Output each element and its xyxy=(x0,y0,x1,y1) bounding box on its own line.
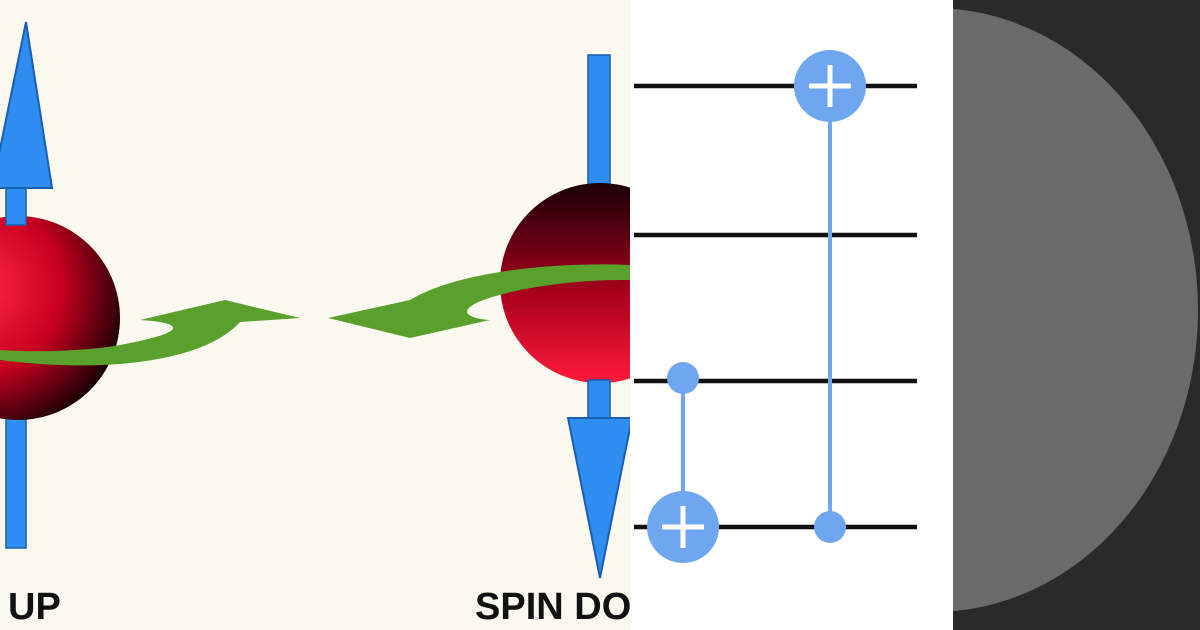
spin-up-label: N UP xyxy=(0,586,61,628)
spin-up-rotation-arrow-icon xyxy=(0,300,300,366)
control-dot-icon xyxy=(667,362,699,394)
xor-target-icon xyxy=(794,50,866,122)
xor-target-icon xyxy=(647,491,719,563)
quantum-circuit-panel xyxy=(630,0,953,630)
spin-illustration-panel: N UP SPIN DO xyxy=(0,0,630,630)
spin-down-label: SPIN DO xyxy=(475,586,630,628)
spin-up-arrow-icon xyxy=(0,21,54,226)
spin-down-arrow-icon xyxy=(566,379,630,579)
disc-panel xyxy=(953,0,1200,630)
spin-illustration xyxy=(0,21,630,579)
spin-up-particle xyxy=(0,216,120,420)
cnot-gate-2 xyxy=(794,50,866,543)
grey-disc xyxy=(953,8,1198,612)
quantum-circuit xyxy=(634,50,917,563)
control-dot-icon xyxy=(814,511,846,543)
spin-down-rotation-arrow-icon xyxy=(328,264,630,338)
grey-disc-graphic xyxy=(953,0,1200,630)
cnot-gate-1 xyxy=(647,362,719,563)
